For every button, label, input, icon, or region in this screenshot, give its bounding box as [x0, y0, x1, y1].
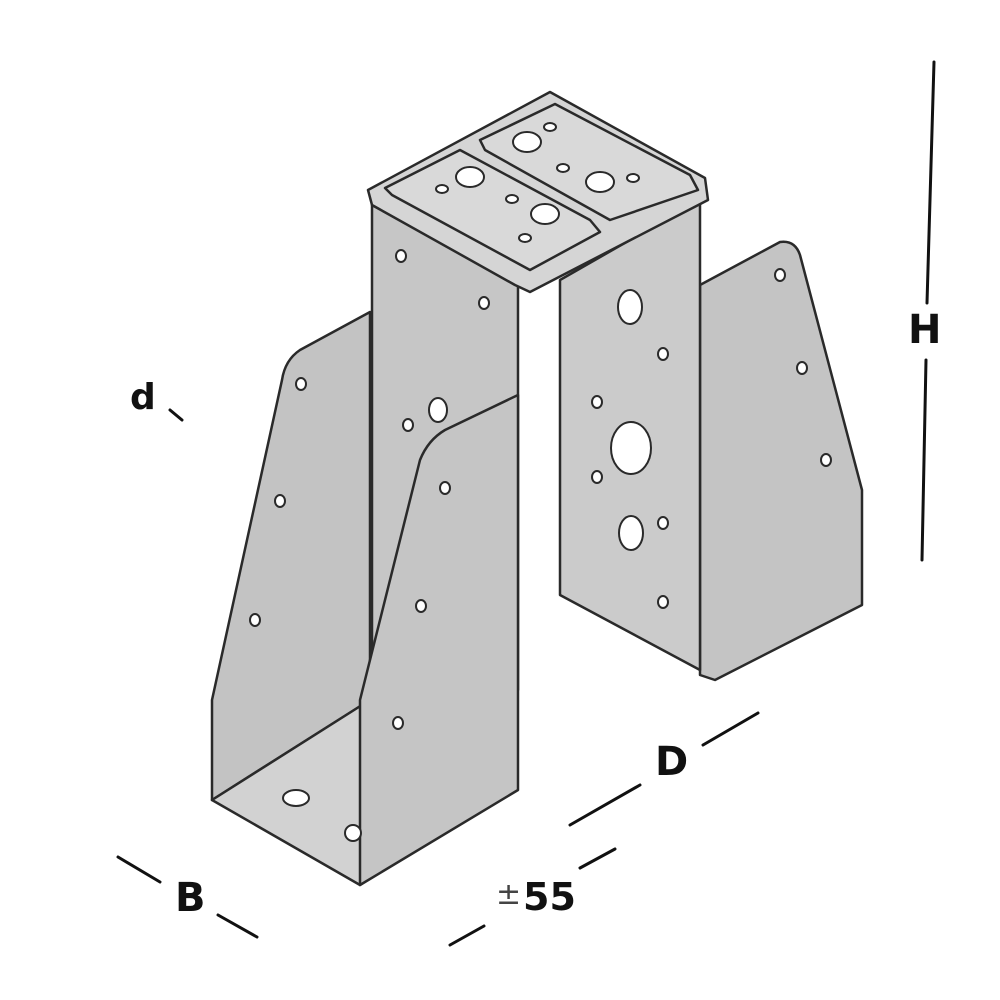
hole: [585, 171, 615, 193]
hole: [478, 296, 490, 310]
depth-label: D: [655, 739, 689, 785]
hole: [556, 163, 570, 173]
hole: [295, 377, 307, 391]
hole: [543, 122, 557, 132]
hole: [626, 173, 640, 183]
width-label: B: [175, 875, 206, 921]
hole: [610, 421, 652, 475]
hole: [774, 268, 786, 282]
hole: [435, 184, 449, 194]
height-label: H: [908, 307, 942, 353]
hole: [591, 395, 603, 409]
right-side-flange: [698, 240, 864, 682]
hole: [657, 516, 669, 530]
depth-dim-line-right: [701, 711, 760, 747]
hole: [415, 599, 427, 613]
hole: [282, 789, 310, 807]
hole: [455, 166, 485, 188]
hole: [392, 716, 404, 730]
hole: [402, 418, 414, 432]
width-dim-line-left: [116, 855, 162, 884]
tolerance-dim-line-left: [448, 924, 486, 947]
front-flange: [358, 393, 520, 887]
hole: [657, 595, 669, 609]
hole: [518, 233, 532, 243]
hole: [249, 613, 261, 627]
tolerance-dim-line-right: [578, 847, 617, 870]
hole: [428, 397, 448, 423]
hole: [439, 481, 451, 495]
tolerance-value: 55: [523, 875, 576, 919]
hole: [796, 361, 808, 375]
hole: [591, 470, 603, 484]
hole: [617, 289, 643, 325]
width-dim-line-right: [216, 913, 259, 939]
hole: [820, 453, 832, 467]
depth-dim-line-left: [568, 783, 642, 827]
hole-leader-line: [168, 408, 184, 422]
height-dim-line-top: [925, 60, 936, 305]
hole-diameter-label: d: [130, 377, 156, 418]
hole: [505, 194, 519, 204]
hole: [344, 824, 362, 842]
tolerance-symbol: ±: [496, 877, 522, 912]
hole: [657, 347, 669, 361]
height-dim-line-bottom: [920, 358, 928, 562]
top-tab-left: [383, 148, 602, 272]
hole: [395, 249, 407, 263]
hole: [274, 494, 286, 508]
hole: [512, 131, 542, 153]
hole: [618, 515, 644, 551]
hole: [530, 203, 560, 225]
